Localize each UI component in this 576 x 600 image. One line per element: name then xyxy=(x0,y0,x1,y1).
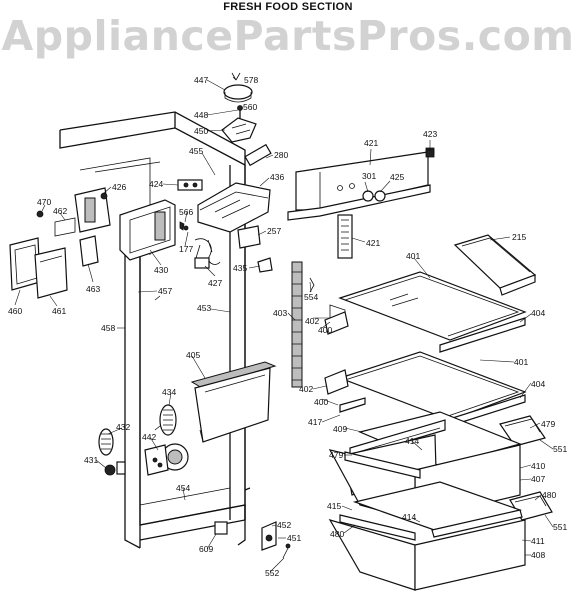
callout-609: 609 xyxy=(199,544,213,554)
callout-405: 405 xyxy=(186,350,200,360)
dairy-bin-215 xyxy=(453,234,537,296)
callout-436: 436 xyxy=(270,172,284,182)
callout-425: 425 xyxy=(390,172,404,182)
callout-409: 409 xyxy=(333,424,347,434)
callout-463: 463 xyxy=(86,284,100,294)
callout-402a: 402 xyxy=(305,316,319,326)
callout-400a: 400 xyxy=(318,325,332,335)
callout-labels: 447 578 448 560 450 455 280 421 423 426 424 436 301 4… xyxy=(8,75,567,578)
callout-402b: 402 xyxy=(299,384,313,394)
crisper-drawer-lower xyxy=(328,481,526,591)
callout-404a: 404 xyxy=(531,308,545,318)
callout-424: 424 xyxy=(149,179,163,189)
callout-479b: 479 xyxy=(329,450,343,460)
callout-552: 552 xyxy=(265,568,279,578)
callout-452: 452 xyxy=(277,520,291,530)
callout-551a: 551 xyxy=(553,444,567,454)
hinge-parts xyxy=(214,521,291,559)
air-duct-426 xyxy=(74,187,111,233)
damper-control-assembly xyxy=(221,72,257,143)
callout-479a: 479 xyxy=(541,419,555,429)
light-lens-434 xyxy=(159,404,177,436)
callout-462: 462 xyxy=(53,206,67,216)
callout-447: 447 xyxy=(194,75,208,85)
callout-480a: 480 xyxy=(542,490,556,500)
callout-417: 417 xyxy=(308,417,322,427)
callout-414b: 414 xyxy=(402,512,416,522)
control-panel-421 xyxy=(287,147,435,259)
callout-410: 410 xyxy=(531,461,545,471)
glass-shelf-upper xyxy=(324,271,527,353)
callout-401b: 401 xyxy=(514,357,528,367)
callout-560: 560 xyxy=(243,102,257,112)
callout-458: 458 xyxy=(101,323,115,333)
light-housing-430 xyxy=(119,199,176,261)
cabinet-liner xyxy=(59,111,251,549)
callout-426: 426 xyxy=(112,182,126,192)
callout-407: 407 xyxy=(531,474,545,484)
fan-motor-442 xyxy=(144,443,189,476)
callout-401a: 401 xyxy=(406,251,420,261)
callout-421a: 421 xyxy=(364,138,378,148)
callout-470: 470 xyxy=(37,197,51,207)
callout-566: 566 xyxy=(179,207,193,217)
callout-421b: 421 xyxy=(366,238,380,248)
callout-177: 177 xyxy=(179,244,193,254)
callout-431: 431 xyxy=(84,455,98,465)
callout-414a: 414 xyxy=(405,436,419,446)
callout-480b: 480 xyxy=(330,529,344,539)
callout-453: 453 xyxy=(197,303,211,313)
callout-415: 415 xyxy=(327,501,341,511)
callout-434: 434 xyxy=(162,387,176,397)
callout-448: 448 xyxy=(194,110,208,120)
callout-423: 423 xyxy=(423,129,437,139)
callout-411: 411 xyxy=(531,536,545,546)
control-switch-424 xyxy=(177,179,203,191)
callout-301: 301 xyxy=(362,171,376,181)
bracket-462 xyxy=(36,210,76,237)
callout-280: 280 xyxy=(274,150,288,160)
callout-551b: 551 xyxy=(553,522,567,532)
callout-400b: 400 xyxy=(314,397,328,407)
callout-408: 408 xyxy=(531,550,545,560)
callout-435: 435 xyxy=(233,263,247,273)
callout-430: 430 xyxy=(154,265,168,275)
watermark: AppliancePartsPros.com xyxy=(1,12,575,60)
drawer-slide-479 xyxy=(499,415,546,447)
diagram-title: FRESH FOOD SECTION xyxy=(223,1,353,13)
callout-257: 257 xyxy=(267,226,281,236)
callout-404b: 404 xyxy=(531,379,545,389)
callout-451: 451 xyxy=(287,533,301,543)
callout-215: 215 xyxy=(512,232,526,242)
meat-pan-405 xyxy=(190,361,277,443)
callout-554: 554 xyxy=(304,292,318,302)
leader-lines xyxy=(14,76,554,573)
callout-427: 427 xyxy=(208,278,222,288)
callout-455: 455 xyxy=(189,146,203,156)
callout-578: 578 xyxy=(244,75,258,85)
callout-460: 460 xyxy=(8,306,22,316)
light-lens-432 xyxy=(98,428,126,476)
callout-461: 461 xyxy=(52,306,66,316)
shelf-rail-403 xyxy=(291,261,303,388)
callout-442: 442 xyxy=(142,432,156,442)
callout-457: 457 xyxy=(158,286,172,296)
callout-450: 450 xyxy=(194,126,208,136)
callout-454: 454 xyxy=(176,483,190,493)
fan-shroud-436 xyxy=(197,143,272,233)
small-parts xyxy=(179,149,435,293)
callout-432: 432 xyxy=(116,422,130,432)
wiring-harness xyxy=(194,225,273,273)
callout-403: 403 xyxy=(273,308,287,318)
damper-assembly-460-461 xyxy=(9,235,99,299)
